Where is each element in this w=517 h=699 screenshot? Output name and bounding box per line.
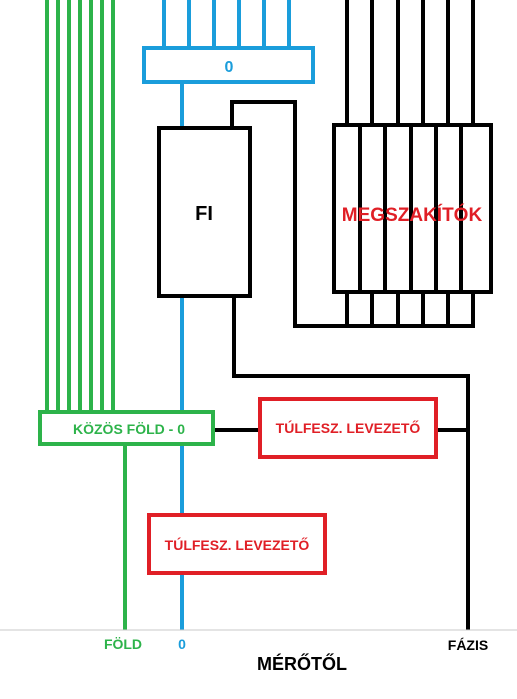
neutral-top-wires — [162, 0, 291, 48]
neutral-label: 0 — [178, 636, 186, 652]
fi-device — [157, 126, 252, 298]
neutral-bar — [142, 46, 315, 84]
from-meter-label: MÉRŐTŐL — [257, 653, 347, 674]
breakers-label: MEGSZAKÍTÓK — [342, 204, 483, 226]
surge-arrester-bottom — [147, 513, 327, 575]
surge-arrester-top — [258, 397, 438, 459]
neutral-bar-label: 0 — [225, 59, 234, 76]
ground-wire-bundle — [45, 0, 115, 412]
surge-arrester-bottom-label: TÚLFESZ. LEVEZETŐ — [165, 536, 310, 553]
phase-wires — [213, 0, 475, 630]
ground-label: FÖLD — [104, 636, 142, 652]
breaker-block — [332, 123, 493, 294]
phase-label: FÁZIS — [448, 637, 488, 653]
common-ground-label: KÖZÖS FÖLD - 0 — [73, 421, 185, 437]
fi-label: FI — [195, 203, 213, 225]
surge-arrester-top-label: TÚLFESZ. LEVEZETŐ — [276, 419, 421, 436]
common-ground-bar — [38, 410, 215, 446]
